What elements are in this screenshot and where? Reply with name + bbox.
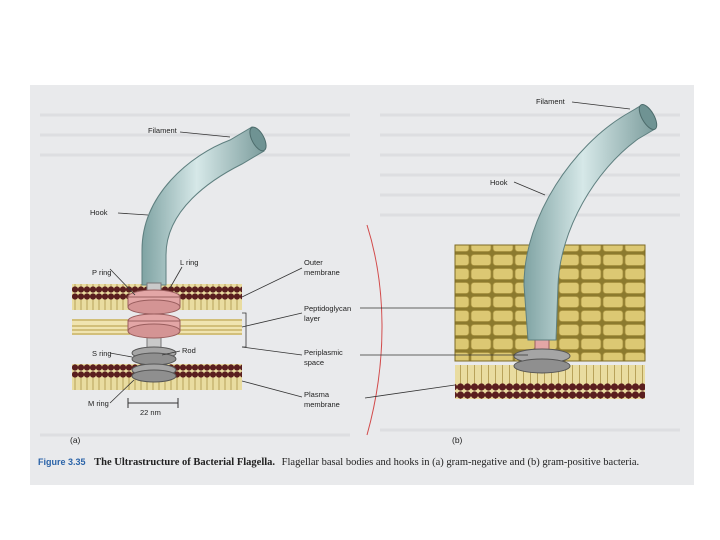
label-l-ring: L ring xyxy=(180,258,198,267)
label-filament-a: Filament xyxy=(148,126,178,135)
panel-letter-b: (b) xyxy=(452,435,463,445)
label-peptidoglycan-2: layer xyxy=(304,314,321,323)
label-plasma-membrane-2: membrane xyxy=(304,400,340,409)
panel-a-gram-negative: Filament Hook L ring P ring Outer membra… xyxy=(70,125,351,445)
figure-caption: Figure 3.35 The Ultrastructure of Bacter… xyxy=(38,457,688,468)
page-edge-line xyxy=(367,225,382,435)
label-rod: Rod xyxy=(182,346,196,355)
caption-title: The Ultrastructure of Bacterial Flagella… xyxy=(94,457,275,468)
label-peptidoglycan-1: Peptidoglycan xyxy=(304,304,351,313)
filament-tube-a xyxy=(142,127,264,285)
label-periplasmic-1: Periplasmic xyxy=(304,348,343,357)
label-outer-membrane-1: Outer xyxy=(304,258,323,267)
label-periplasmic-2: space xyxy=(304,358,324,367)
label-scale: 22 nm xyxy=(140,408,161,417)
caption-text: Flagellar basal bodies and hooks in (a) … xyxy=(282,457,639,468)
label-p-ring: P ring xyxy=(92,268,111,277)
label-filament-b: Filament xyxy=(536,97,566,106)
caption-figure-number: Figure 3.35 xyxy=(38,457,86,467)
label-s-ring: S ring xyxy=(92,349,112,358)
panel-b-gram-positive: Filament Hook (b) xyxy=(360,97,660,445)
m-ring-b xyxy=(514,359,570,373)
label-outer-membrane-2: membrane xyxy=(304,268,340,277)
label-m-ring: M ring xyxy=(88,399,109,408)
figure-panel: Filament Hook L ring P ring Outer membra… xyxy=(30,85,694,485)
label-hook-b: Hook xyxy=(490,178,508,187)
label-plasma-membrane-1: Plasma xyxy=(304,390,330,399)
flagella-diagram: Filament Hook L ring P ring Outer membra… xyxy=(30,85,694,485)
panel-letter-a: (a) xyxy=(70,435,81,445)
label-hook-a: Hook xyxy=(90,208,108,217)
